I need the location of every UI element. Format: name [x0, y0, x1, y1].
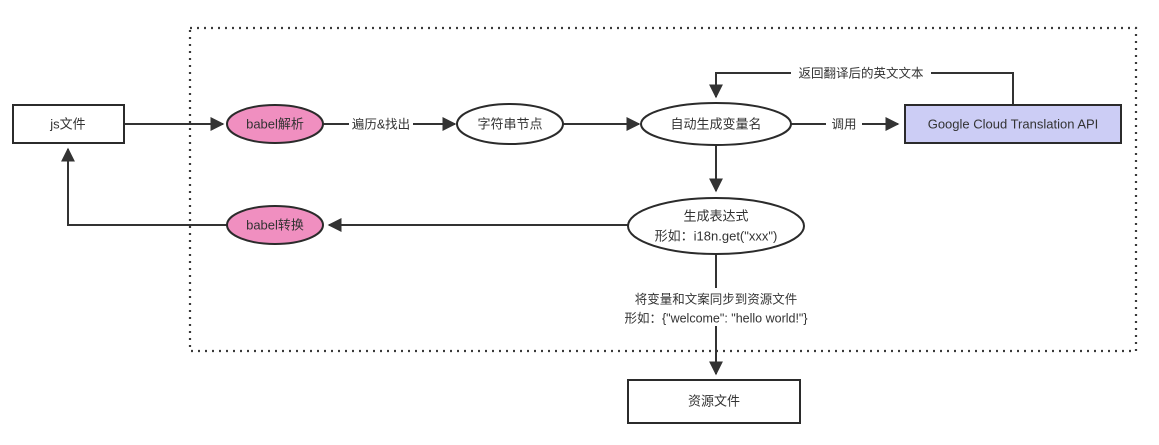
node-js-file-label: js文件 [49, 116, 85, 131]
node-gen-expression[interactable]: 生成表达式 形如：i18n.get("xxx") [627, 197, 805, 255]
node-google-cloud-translation-api[interactable]: Google Cloud Translation API [904, 104, 1122, 144]
node-babel-transform[interactable]: babel转换 [226, 205, 324, 245]
node-google-api-label: Google Cloud Translation API [928, 116, 1099, 131]
node-babel-parse[interactable]: babel解析 [226, 104, 324, 144]
node-auto-var-name-label: 自动生成变量名 [670, 116, 761, 131]
edge-label-traverse-find: 遍历&找出 [352, 117, 410, 131]
node-resource-file[interactable]: 资源文件 [627, 379, 801, 424]
edge-label-sync-to-resource-line2: 形如：{"welcome": "hello world!"} [624, 310, 807, 325]
node-js-file[interactable]: js文件 [12, 104, 125, 144]
edge-label-backing-traverse [349, 114, 413, 134]
edge-babel-transform-to-js-file [61, 147, 227, 226]
node-resource-file-label: 资源文件 [688, 393, 740, 408]
node-string-node-label: 字符串节点 [477, 116, 542, 131]
node-babel-transform-label: babel转换 [246, 217, 304, 232]
edge-label-return-translated-text: 返回翻译后的英文文本 [798, 65, 924, 80]
edge-label-backing-call [826, 114, 862, 134]
group-container-box [188, 26, 1138, 353]
node-gen-expression-label-line2: 形如：i18n.get("xxx") [655, 228, 778, 243]
node-auto-var-name[interactable]: 自动生成变量名 [640, 102, 792, 146]
node-string-node[interactable]: 字符串节点 [456, 103, 564, 145]
edge-label-call: 调用 [831, 117, 856, 131]
node-gen-expression-label-line1: 生成表达式 [683, 208, 748, 223]
edge-label-backing-return-text [791, 63, 931, 83]
edge-label-sync-to-resource-line1: 将变量和文案同步到资源文件 [635, 291, 798, 306]
edge-label-backing-sync-resource [610, 288, 822, 326]
node-babel-parse-label: babel解析 [246, 116, 304, 131]
